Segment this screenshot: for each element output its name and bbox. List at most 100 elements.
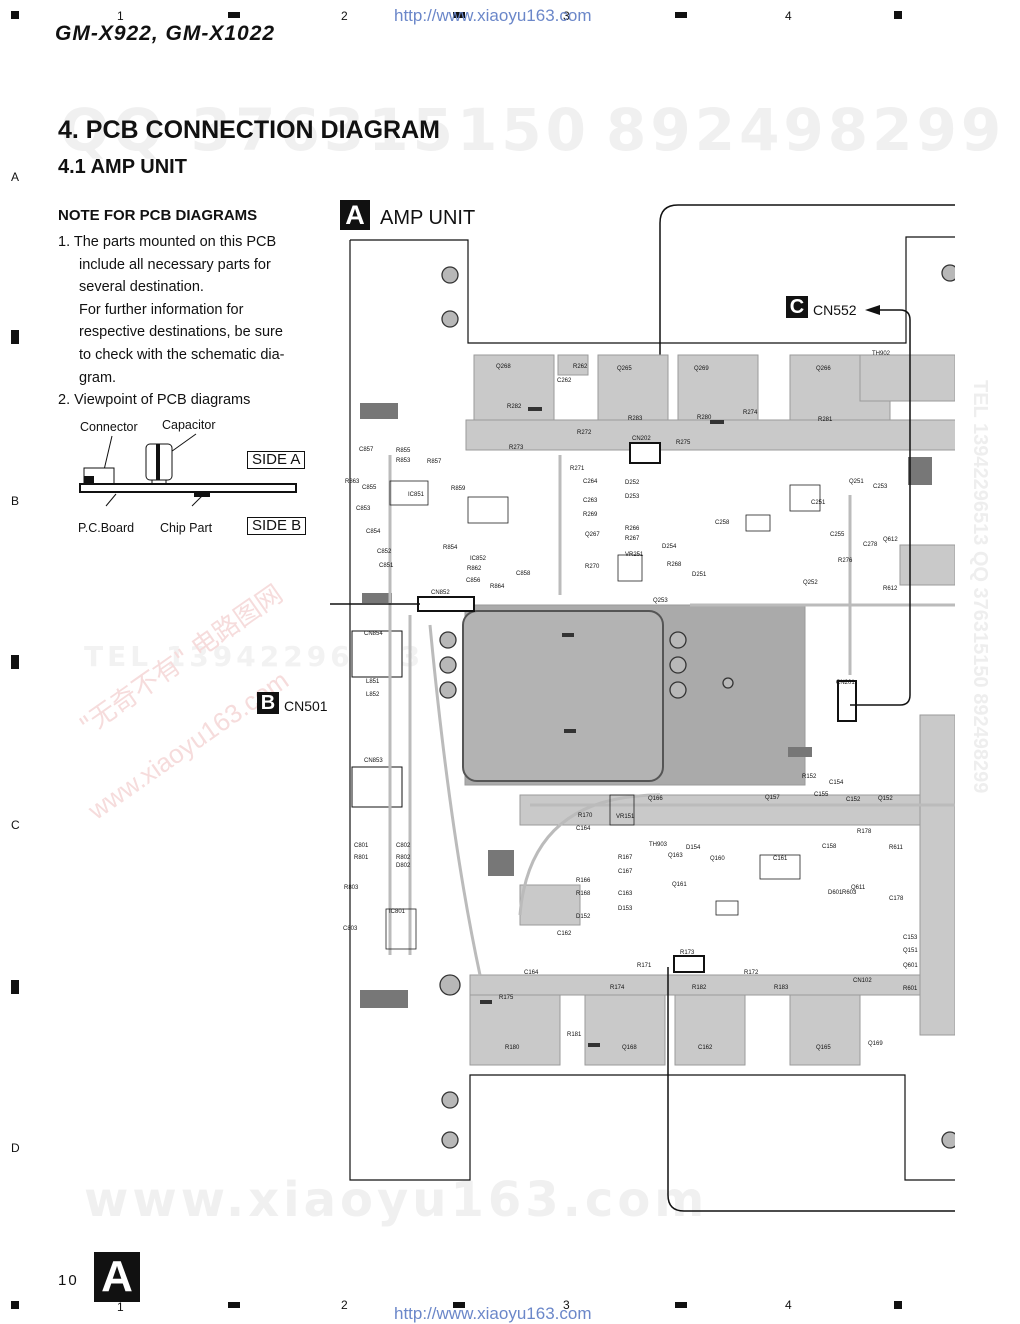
part-label: R166	[576, 878, 591, 884]
capacitor-label: Capacitor	[162, 418, 216, 432]
note-line: several destination.	[79, 279, 204, 296]
part-label: Q251	[849, 479, 864, 485]
part-label: Q166	[648, 796, 663, 802]
ruler-tick	[228, 12, 240, 18]
part-label: R859	[451, 486, 466, 492]
page-section-letter: A	[94, 1252, 140, 1302]
column-label-1: 1	[117, 9, 124, 23]
side-b-label: SIDE B	[247, 517, 307, 535]
watermark-number: 892498299	[606, 96, 1006, 164]
part-label: R801	[354, 855, 369, 861]
part-label: C264	[583, 479, 598, 485]
part-label: D253	[625, 494, 640, 500]
watermark-qq: QQ 376315150	[60, 96, 591, 164]
unit-letter-box: A	[340, 200, 370, 230]
note-line: to check with the schematic dia-	[79, 346, 285, 363]
column-label-2: 2	[341, 1298, 348, 1312]
part-label: C854	[366, 529, 381, 535]
part-label: C155	[814, 792, 829, 798]
part-label: C178	[889, 896, 904, 902]
row-label-a: A	[11, 170, 20, 184]
part-label: VR251	[625, 552, 644, 558]
part-label: R174	[610, 985, 625, 991]
column-label-1: 1	[117, 1300, 124, 1314]
note-line: respective destinations, be sure	[79, 324, 283, 341]
part-label: R612	[883, 586, 898, 592]
part-label: CN852	[431, 590, 450, 596]
border-tick	[11, 330, 19, 344]
part-label: R275	[676, 440, 691, 446]
model-name: GM-X922, GM-X1022	[55, 22, 276, 45]
part-label: R862	[467, 566, 482, 572]
part-label: R152	[802, 774, 817, 780]
ruler-tick	[675, 1302, 687, 1308]
column-label-4: 4	[785, 1298, 792, 1312]
part-label: C858	[516, 571, 531, 577]
part-label: R601	[903, 986, 918, 992]
part-label: Q611	[851, 885, 866, 891]
part-label: C803	[343, 926, 358, 932]
part-label: Q161	[672, 882, 687, 888]
part-label: Q151	[903, 948, 918, 954]
part-label: CN853	[364, 758, 383, 764]
part-label: R173	[680, 950, 695, 956]
registration-mark	[894, 1301, 902, 1309]
part-label: CN202	[632, 436, 651, 442]
part-label: R280	[697, 415, 712, 421]
viewpoint-diagram	[79, 433, 297, 507]
part-label: R853	[396, 458, 411, 464]
part-label: C857	[359, 447, 374, 453]
part-label: C801	[354, 843, 369, 849]
part-label: C851	[379, 563, 394, 569]
part-label: C152	[846, 797, 861, 803]
connector-label: Connector	[80, 420, 138, 434]
part-label: C263	[583, 498, 598, 504]
part-label: C163	[618, 891, 633, 897]
part-label: CN102	[853, 978, 872, 984]
part-label: D152	[576, 914, 591, 920]
part-label: D154	[686, 845, 701, 851]
part-label: R803	[344, 885, 359, 891]
watermark-vertical: TEL 13942296513 QQ 376315150 892498299	[969, 380, 991, 794]
registration-mark	[11, 1301, 19, 1309]
part-label: R267	[625, 536, 640, 542]
pcb-unit-title: AMP UNIT	[380, 207, 476, 229]
url-top[interactable]: http://www.xiaoyu163.com	[394, 6, 592, 25]
part-label: C278	[863, 542, 878, 548]
part-label: R181	[567, 1032, 582, 1038]
part-label: R276	[838, 558, 853, 564]
part-label: R171	[637, 963, 652, 969]
part-label: R611	[889, 845, 903, 851]
pcboard-label: P.C.Board	[78, 521, 135, 535]
part-label: Q165	[816, 1045, 831, 1051]
part-label: C853	[356, 506, 371, 512]
part-label: R802	[396, 855, 411, 861]
part-label: C802	[396, 843, 411, 849]
notes-body: 1. The parts mounted on this PCB include…	[58, 231, 318, 412]
page-number: 10	[58, 1272, 79, 1289]
part-label: R854	[443, 545, 458, 551]
part-label: R178	[857, 829, 872, 835]
border-tick	[11, 655, 19, 669]
part-label: TH902	[872, 351, 891, 357]
part-label: R273	[509, 445, 524, 451]
part-label: D251	[692, 572, 707, 578]
section-title: 4. PCB CONNECTION DIAGRAM	[58, 116, 440, 144]
column-label-2: 2	[341, 9, 348, 23]
part-label: R282	[507, 404, 522, 410]
part-label: R864	[490, 584, 505, 590]
part-label: R272	[577, 430, 592, 436]
part-label: D254	[662, 544, 677, 550]
url-bottom[interactable]: http://www.xiaoyu163.com	[394, 1304, 592, 1323]
part-label: R863	[345, 479, 360, 485]
note-line: gram.	[79, 369, 117, 386]
part-label: C855	[362, 485, 377, 491]
watermark-url-bottom: www.xiaoyu163.com	[84, 1172, 709, 1228]
ruler-tick	[453, 12, 465, 18]
note-line: include all necessary parts for	[79, 256, 271, 273]
part-label: D601	[828, 890, 843, 896]
part-label: R262	[573, 364, 588, 370]
part-label: C161	[773, 856, 788, 862]
part-label: C162	[557, 931, 572, 937]
part-label: C167	[618, 869, 633, 875]
